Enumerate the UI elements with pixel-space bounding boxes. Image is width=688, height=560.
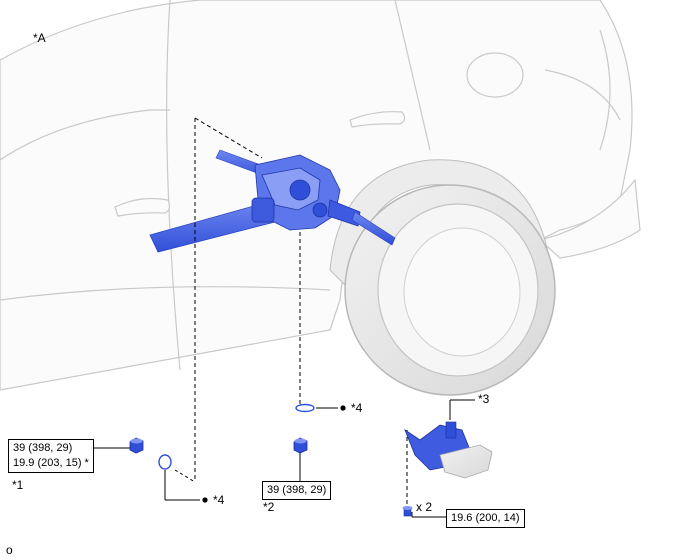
rear-differential: [251, 154, 361, 231]
torque-spec-left: 39 (398, 29) 19.9 (203, 15) *: [8, 439, 94, 473]
callout-2: *2: [263, 500, 275, 514]
torque-spec-center: 39 (398, 29): [262, 481, 332, 500]
leader-lines: [94, 117, 475, 518]
drive-shaft: [351, 211, 396, 246]
torque-spec-left-line1: 39 (398, 29): [13, 442, 73, 454]
view-label: *A: [33, 31, 46, 45]
torque-spec-right: 19.6 (200, 14): [446, 509, 525, 528]
o-ring-upper: [295, 403, 315, 413]
bolt-bracket: [402, 506, 413, 517]
quantity-label: x 2: [416, 500, 433, 514]
nut-left: [129, 437, 144, 454]
callout-4-lower: *4: [213, 493, 225, 507]
callout-3: *3: [478, 392, 490, 406]
torque-spec-left-line2: 19.9 (203, 15) *: [13, 457, 89, 469]
bullet-dot-upper: [340, 405, 346, 411]
nut-center: [293, 437, 308, 454]
rear-wheel: [329, 159, 556, 396]
callout-4-upper: *4: [351, 401, 363, 415]
o-ring-lower: [158, 454, 172, 470]
callout-1: *1: [12, 478, 24, 492]
bracket-part: [404, 421, 493, 479]
footer-mark: o: [6, 543, 13, 557]
bullet-dot-lower: [202, 497, 208, 503]
